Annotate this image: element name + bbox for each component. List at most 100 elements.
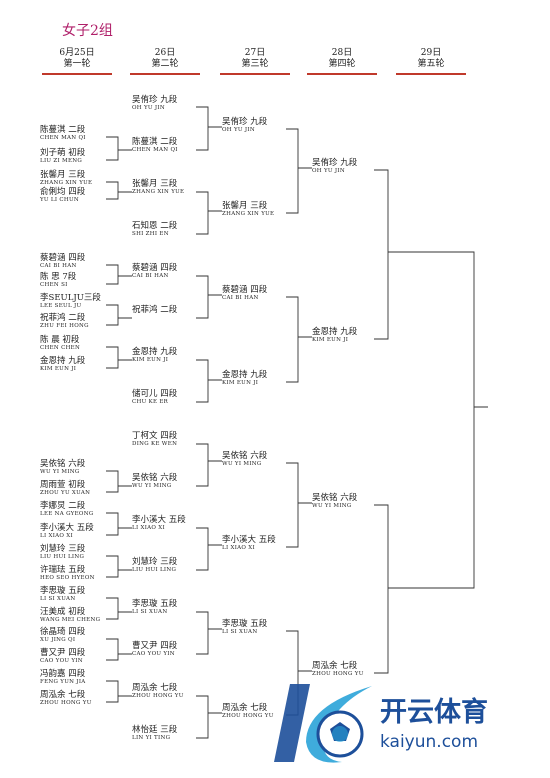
player-pinyin: LEE NA GYEONG bbox=[40, 511, 94, 517]
group-title: 女子2组 bbox=[62, 23, 113, 39]
player-name: 汪美成 初段 bbox=[40, 607, 86, 617]
player-pinyin: KIM EUN JI bbox=[222, 380, 259, 386]
player-name: 李小溪大 五段 bbox=[40, 523, 94, 533]
player-pinyin: WANG MEI CHENG bbox=[40, 617, 101, 623]
bracket-connector bbox=[106, 181, 132, 200]
round-underline bbox=[396, 73, 466, 75]
player-pinyin: LIU ZI MENG bbox=[40, 158, 83, 164]
round-header: 26日第二轮 bbox=[130, 48, 200, 75]
player-name: 李思璇 五段 bbox=[40, 586, 86, 596]
player-name: 俞俐均 四段 bbox=[40, 187, 86, 197]
player-name: 刘慧玲 三段 bbox=[40, 544, 86, 554]
player-pinyin: LI XIAO XI bbox=[222, 545, 255, 551]
watermark-url: kaiyun.com bbox=[380, 732, 479, 752]
bracket-connector bbox=[196, 191, 222, 235]
round-name: 第五轮 bbox=[417, 59, 445, 69]
round-underline bbox=[42, 73, 112, 75]
player-pinyin: FENG YUN JIA bbox=[40, 679, 86, 685]
player-name: 金恩持 九段 bbox=[40, 356, 86, 366]
player-pinyin: CAO YOU YIN bbox=[40, 658, 83, 664]
player-name: 张馨月 三段 bbox=[222, 201, 268, 211]
player-pinyin: CHEN MAN QI bbox=[40, 135, 86, 141]
player-name: 林怡廷 三段 bbox=[132, 725, 178, 735]
player-name: 冯韵嘉 四段 bbox=[40, 669, 86, 679]
round-header: 29日第五轮 bbox=[396, 48, 466, 75]
player-pinyin: LI XIAO XI bbox=[40, 533, 73, 539]
round-underline bbox=[130, 73, 200, 75]
bracket-connector bbox=[196, 275, 222, 319]
player-pinyin: ZHOU HONG YU bbox=[222, 713, 274, 719]
player-pinyin: LEE SEUL JU bbox=[40, 303, 82, 309]
player-name: 蔡碧涵 四段 bbox=[40, 253, 86, 263]
player-name: 石知恩 二段 bbox=[132, 221, 178, 231]
bracket-connector bbox=[196, 527, 222, 571]
bracket-connector bbox=[196, 106, 222, 151]
player-name: 李小溪大 五段 bbox=[132, 515, 186, 525]
player-pinyin: LI SI XUAN bbox=[40, 596, 76, 602]
player-name: 储可儿 四段 bbox=[132, 389, 178, 399]
player-pinyin: CHEN SI bbox=[40, 282, 68, 288]
bracket-connector bbox=[106, 136, 132, 161]
player-name: 徐晶琦 四段 bbox=[40, 627, 86, 637]
player-pinyin: OH YU JIN bbox=[312, 168, 345, 174]
player-name: 蔡碧涵 四段 bbox=[222, 285, 268, 295]
player-pinyin: YU LI CHUN bbox=[40, 197, 80, 203]
player-name: 金恩持 九段 bbox=[222, 370, 268, 380]
player-name: 陈 晨 初段 bbox=[40, 335, 80, 345]
round-header: 28日第四轮 bbox=[307, 48, 377, 75]
player-name: 张馨月 三段 bbox=[40, 170, 86, 180]
player-pinyin: ZHU FEI HONG bbox=[40, 323, 89, 329]
round-date: 28日 bbox=[331, 48, 353, 58]
player-pinyin: KIM EUN JI bbox=[132, 357, 169, 363]
player-pinyin: LIU HUI LING bbox=[132, 567, 177, 573]
player-pinyin: WU YI MING bbox=[132, 483, 172, 489]
round-underline bbox=[220, 73, 290, 75]
player-pinyin: WU YI MING bbox=[222, 461, 262, 467]
player-name: 蔡碧涵 四段 bbox=[132, 263, 178, 273]
player-pinyin: ZHOU HONG YU bbox=[312, 671, 364, 677]
player-name: 金恩持 九段 bbox=[312, 327, 358, 337]
bracket-connector bbox=[286, 296, 312, 383]
player-name: 周泓余 七段 bbox=[132, 683, 178, 693]
player-pinyin: LIU HUI LING bbox=[40, 554, 85, 560]
round-header: 6月25日第一轮 bbox=[42, 48, 112, 75]
player-pinyin: LI SI XUAN bbox=[222, 629, 258, 635]
player-pinyin: WU YI MING bbox=[312, 503, 352, 509]
bracket-connector bbox=[286, 128, 312, 214]
player-pinyin: CHU KE ER bbox=[132, 399, 169, 405]
bracket-connector bbox=[402, 251, 488, 589]
watermark-text: 开云体育 bbox=[380, 697, 488, 728]
player-name: 陈 思 7段 bbox=[40, 272, 77, 282]
round-name: 第二轮 bbox=[151, 59, 179, 69]
player-pinyin: CAI BI HAN bbox=[222, 295, 259, 301]
player-pinyin: LIN YI TING bbox=[132, 735, 171, 741]
round-header: 27日第三轮 bbox=[220, 48, 290, 75]
player-pinyin: CHEN MAN QI bbox=[132, 147, 178, 153]
player-pinyin: LI XIAO XI bbox=[132, 525, 165, 531]
bracket-connector bbox=[196, 443, 222, 487]
